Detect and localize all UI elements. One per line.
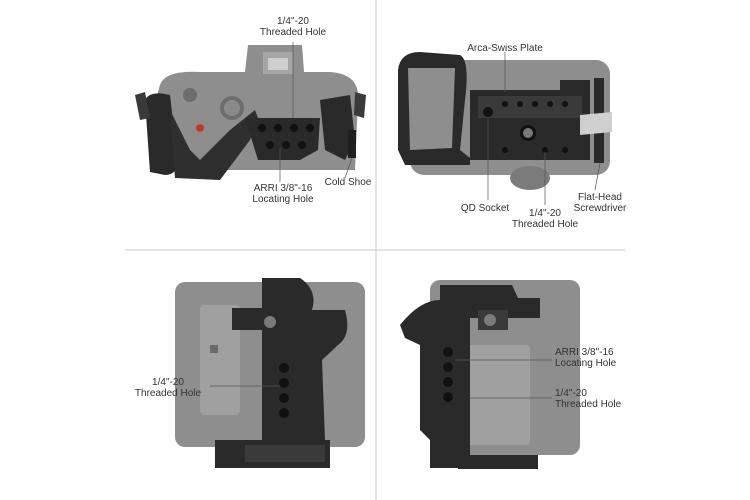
label-qd-socket: QD Socket: [460, 203, 510, 214]
top-view-cage: [135, 92, 366, 180]
leader-line: [594, 162, 601, 191]
label-arri-locating-hole: ARRI 3/8"-16 Locating Hole: [252, 183, 314, 205]
label-bottom-right-arri-locating-hole: ARRI 3/8"-16 Locating Hole: [555, 347, 617, 369]
rear-view-cage: [400, 285, 540, 469]
label-bottom-right-threaded-hole: 1/4"-20 Threaded Hole: [555, 388, 622, 410]
side-view-cage: [398, 52, 612, 165]
label-bottom-left-threaded-hole: 1/4"-20 Threaded Hole: [134, 377, 202, 399]
label-arca-swiss-plate: Arca-Swiss Plate: [467, 43, 543, 54]
label-top-right-threaded-hole: 1/4"-20 Threaded Hole: [511, 208, 579, 230]
leader-line: [344, 157, 353, 179]
label-cold-shoe: Cold Shoe: [324, 177, 372, 188]
label-flat-head-screwdriver: Flat-Head Screwdriver: [573, 192, 627, 214]
grip-view-cage: [215, 278, 348, 468]
label-top-left-threaded-hole: 1/4"-20 Threaded Hole: [259, 16, 327, 38]
